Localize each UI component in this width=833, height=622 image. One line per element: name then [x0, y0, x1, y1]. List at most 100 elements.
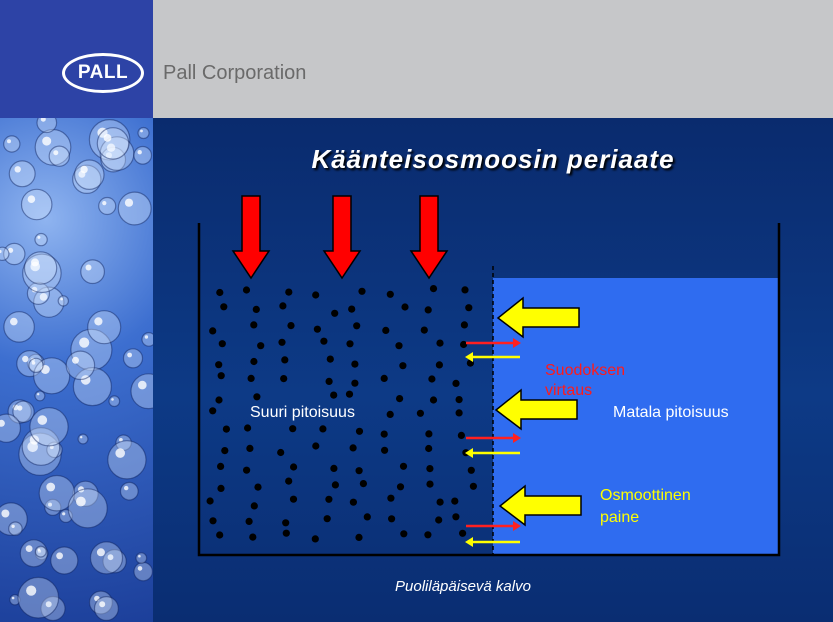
- water-drops-pattern: [0, 118, 153, 622]
- water-drop-highlight: [80, 436, 83, 439]
- down-pressure-arrow: [322, 195, 362, 280]
- solute-particle: [380, 374, 388, 382]
- solute-particle: [363, 513, 371, 521]
- water-drop-highlight: [37, 415, 48, 425]
- water-drop-highlight: [72, 356, 79, 364]
- water-drop-highlight: [14, 166, 21, 173]
- water-drop-highlight: [102, 201, 107, 206]
- water-drop-highlight: [119, 438, 123, 442]
- header-bar: Pall Corporation: [153, 0, 833, 118]
- solute-particle: [452, 379, 460, 387]
- water-drop: [50, 546, 79, 575]
- water-drop: [20, 188, 53, 221]
- water-drop-highlight: [144, 335, 149, 339]
- solute-particle: [436, 498, 444, 506]
- solute-particle: [215, 361, 223, 369]
- water-drop: [133, 561, 153, 582]
- water-drop-highlight: [42, 136, 52, 146]
- solute-particle: [396, 395, 404, 403]
- water-drop: [135, 552, 148, 565]
- water-drop: [48, 145, 70, 167]
- flow-arrow-right: [513, 521, 521, 531]
- solute-particle: [353, 322, 361, 330]
- solute-particle: [217, 372, 225, 380]
- water-drop-highlight: [8, 247, 14, 253]
- solute-particle: [289, 495, 298, 503]
- osmotic-pressure-label: Osmoottinen paine: [600, 487, 691, 526]
- solute-particle: [287, 322, 295, 330]
- solute-particle: [217, 462, 225, 470]
- solute-particle: [355, 427, 364, 435]
- solute-particle: [395, 342, 403, 350]
- solute-particle: [209, 517, 217, 525]
- water-drop-highlight: [11, 596, 15, 600]
- solute-particle: [349, 498, 357, 506]
- water-drop: [23, 251, 58, 285]
- solute-particle: [330, 391, 338, 399]
- water-drop-highlight: [106, 143, 116, 152]
- water-drop: [57, 295, 70, 307]
- water-drop-highlight: [0, 249, 2, 254]
- flow-arrow-right: [513, 433, 521, 443]
- solute-particle: [436, 339, 444, 347]
- solute-particle: [215, 396, 223, 404]
- solute-particle: [217, 484, 225, 492]
- osmotic-pressure-arrow: [496, 296, 580, 339]
- water-drop-highlight: [37, 235, 41, 239]
- water-drop-highlight: [105, 152, 112, 159]
- water-drop: [8, 521, 23, 536]
- solute-particle: [455, 396, 463, 404]
- water-drop: [108, 395, 121, 408]
- solute-particle: [467, 466, 475, 474]
- water-drop: [137, 126, 150, 140]
- solute-particle: [247, 374, 255, 382]
- solute-particle: [326, 355, 334, 363]
- solute-particle: [348, 305, 356, 313]
- solute-particle: [250, 321, 258, 329]
- water-drop-highlight: [111, 398, 114, 401]
- solute-particle: [325, 377, 333, 385]
- solute-particle: [359, 480, 367, 488]
- solute-particle: [282, 529, 290, 537]
- water-drop-highlight: [7, 139, 11, 144]
- slide-title: Käänteisosmoosin periaate: [311, 144, 675, 174]
- solute-particle: [222, 425, 230, 433]
- water-drop: [0, 246, 10, 261]
- header-logo-area: PALL: [0, 0, 153, 118]
- water-drop: [74, 159, 105, 190]
- solute-particle: [312, 291, 320, 299]
- solute-particle: [465, 304, 473, 312]
- solute-particle: [245, 517, 253, 525]
- solute-particle: [220, 303, 228, 311]
- water-drop: [80, 259, 105, 285]
- solute-particle: [209, 407, 217, 415]
- water-drop-highlight: [99, 601, 106, 608]
- high-concentration-label: Suuri pitoisuus: [250, 404, 355, 421]
- water-drop-highlight: [124, 198, 134, 207]
- membrane-caption: Puoliläpäisevä kalvo: [395, 578, 531, 595]
- water-drop: [93, 596, 119, 622]
- solute-particle: [281, 356, 289, 364]
- solute-particle: [382, 326, 390, 334]
- water-drop-highlight: [46, 482, 56, 492]
- water-drop-highlight: [31, 286, 38, 293]
- water-drop-highlight: [127, 352, 132, 358]
- solute-particle: [435, 361, 443, 369]
- water-drop-highlight: [29, 435, 40, 445]
- solute-particle: [355, 533, 363, 541]
- water-drop: [0, 413, 21, 443]
- water-drop-highlight: [60, 297, 63, 301]
- water-drop-highlight: [17, 405, 23, 411]
- solute-particle: [381, 446, 389, 454]
- water-drop-highlight: [56, 552, 63, 560]
- company-name: Pall Corporation: [163, 62, 307, 84]
- water-drop-highlight: [138, 554, 141, 558]
- water-drop-highlight: [40, 118, 46, 122]
- water-drop-highlight: [48, 502, 52, 507]
- water-drop: [141, 332, 153, 347]
- water-drop-highlight: [138, 380, 147, 390]
- water-drop: [34, 545, 47, 558]
- solute-particle: [435, 516, 443, 524]
- solute-particle: [457, 431, 465, 439]
- water-drop: [28, 357, 44, 374]
